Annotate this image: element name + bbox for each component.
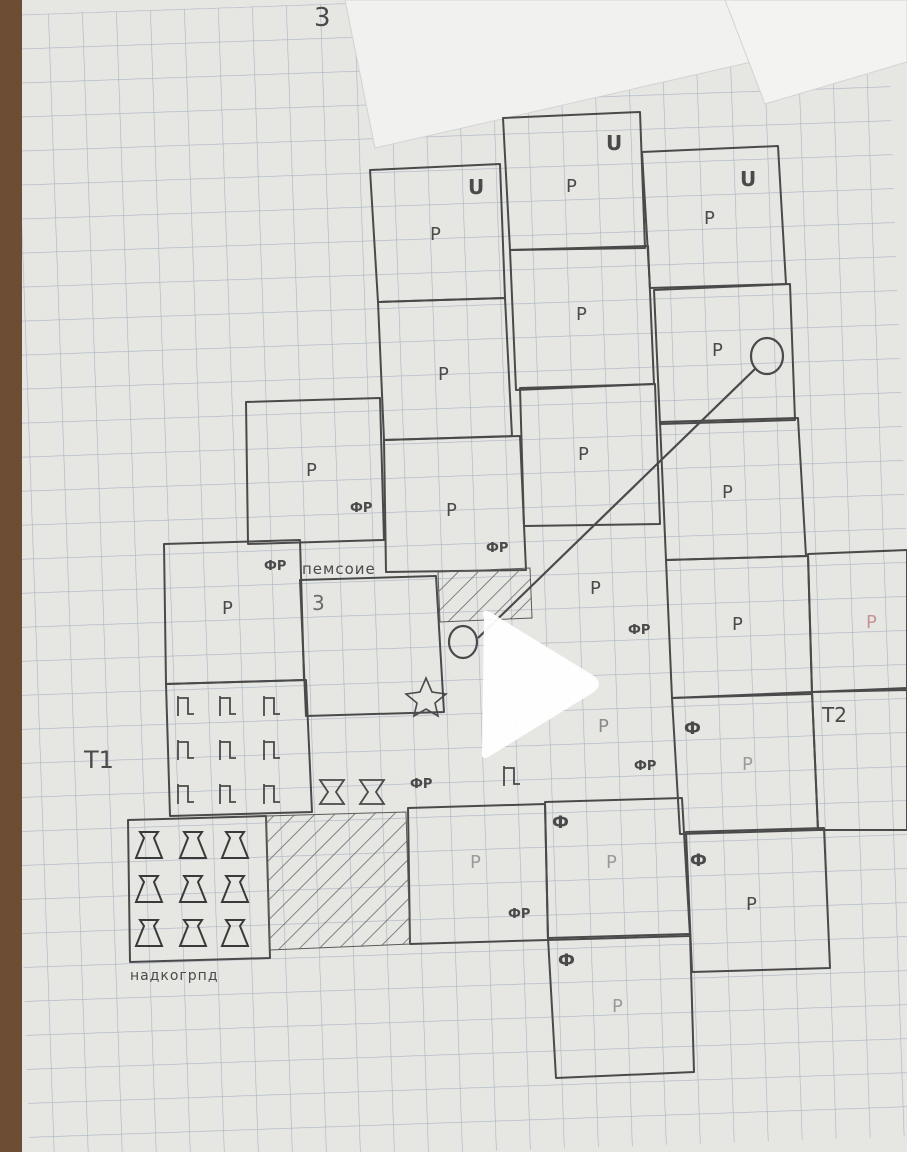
phi-mark: Ф xyxy=(690,851,707,871)
door-mark: ФР xyxy=(508,907,530,922)
corner-label: 3 xyxy=(314,3,331,33)
phi-mark: Ф xyxy=(558,951,575,971)
glyph-grid xyxy=(177,696,520,805)
bottom-label: надкогрпд xyxy=(130,968,219,984)
room-mark: P xyxy=(712,340,723,361)
room-mark: P xyxy=(598,716,609,737)
room-mark: P xyxy=(578,444,589,465)
room-mark: P xyxy=(222,598,233,619)
room-mark: P xyxy=(576,304,587,325)
cup-mark: U xyxy=(606,131,622,155)
t2-label: T2 xyxy=(821,703,847,727)
corridor-number: 3 xyxy=(312,591,325,615)
room-mark: P xyxy=(470,852,481,873)
room-mark: P xyxy=(566,176,577,197)
room-mark: P xyxy=(590,578,601,599)
room-mark: P xyxy=(606,852,617,873)
room-mark: P xyxy=(742,754,753,775)
flask-grid xyxy=(134,831,250,947)
star-mark xyxy=(404,675,448,718)
door-mark: ФР xyxy=(628,623,650,638)
path-line xyxy=(447,336,785,660)
door-mark: ФР xyxy=(410,777,432,792)
room-mark: P xyxy=(446,500,457,521)
room-mark: P xyxy=(704,208,715,229)
room-mark: P xyxy=(722,482,733,503)
room-mark: P xyxy=(306,460,317,481)
door-mark: ФР xyxy=(264,559,286,574)
play-icon xyxy=(481,610,599,758)
room-mark: P xyxy=(430,224,441,245)
cup-mark: U xyxy=(468,175,484,199)
phi-mark: Ф xyxy=(552,813,569,833)
door-mark: ФР xyxy=(486,541,508,556)
t1-label: T1 xyxy=(83,746,114,774)
room-mark: P xyxy=(746,894,757,915)
room-mark: P xyxy=(612,996,623,1017)
room-mark: P xyxy=(732,614,743,635)
play-button[interactable] xyxy=(462,600,622,770)
phi-mark: Ф xyxy=(684,719,701,739)
room-mark: P xyxy=(866,612,877,633)
corridor-label: пемсоие xyxy=(302,560,376,578)
door-mark: ФР xyxy=(350,501,372,516)
cup-mark: U xyxy=(740,167,756,191)
cover-sheets xyxy=(344,0,907,149)
door-mark: ФР xyxy=(634,759,656,774)
room-mark: P xyxy=(438,364,449,385)
